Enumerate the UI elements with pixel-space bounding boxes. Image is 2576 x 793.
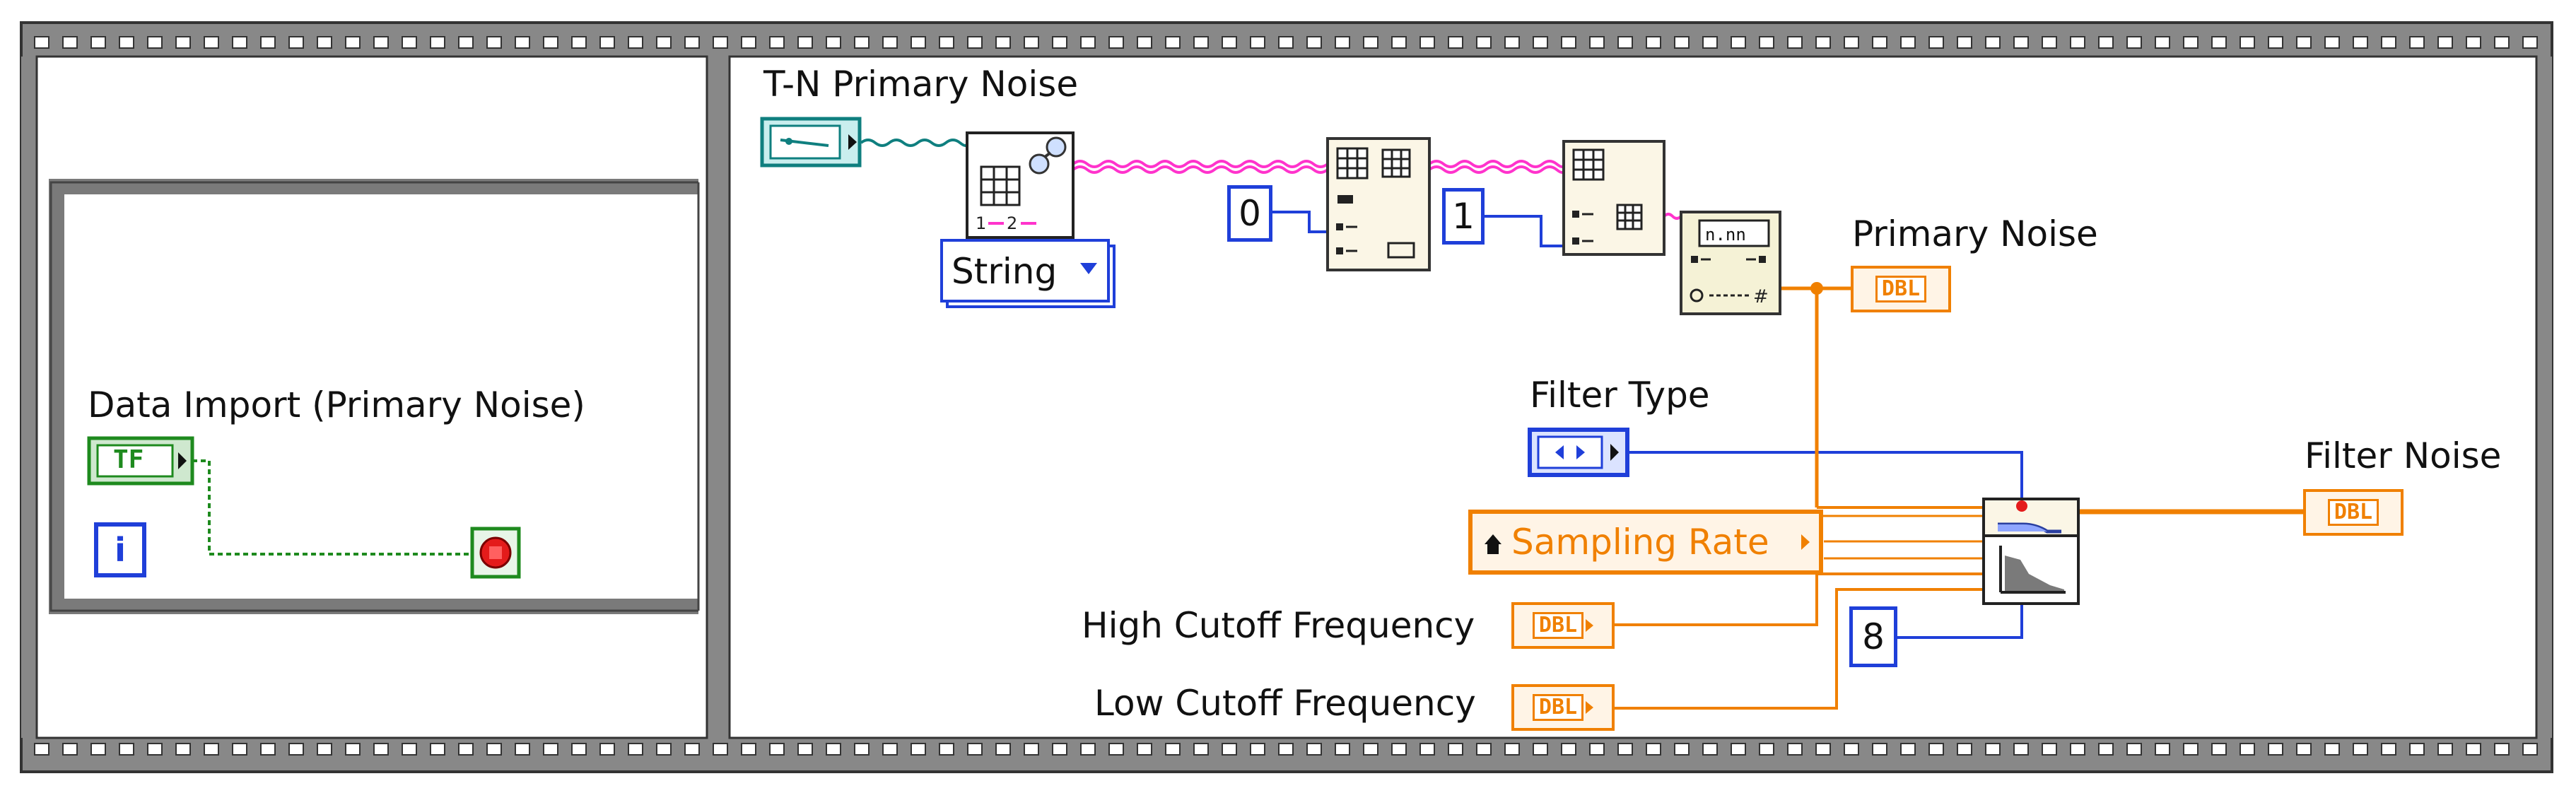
string-mode-selector[interactable] <box>940 239 1116 308</box>
wire-integer <box>1271 211 2023 639</box>
tn-primary-noise-label: T-N Primary Noise <box>763 64 1079 105</box>
data-import-label: Data Import (Primary Noise) <box>88 384 585 425</box>
stop-terminal-icon[interactable] <box>470 527 521 579</box>
index-constant-1[interactable]: 1 <box>1442 188 1485 245</box>
sampling-rate-local-variable[interactable] <box>1468 510 1823 575</box>
high-cutoff-label: High Cutoff Frequency <box>1082 605 1475 646</box>
filter-noise-indicator-text: DBL <box>2327 499 2379 526</box>
string-to-number-icon[interactable]: n.nn # <box>1680 211 1781 315</box>
number-format-text: n.nn <box>1705 225 1746 245</box>
index-constant-0[interactable]: 0 <box>1227 185 1272 242</box>
low-cutoff-control-text: DBL <box>1532 694 1584 721</box>
high-cutoff-control[interactable]: DBL <box>1511 602 1615 649</box>
boolean-control-text: TF <box>113 445 144 474</box>
sequence-frame-1 <box>35 55 708 739</box>
primary-noise-indicator-text: DBL <box>1875 276 1927 302</box>
wire-path <box>860 139 968 147</box>
while-loop[interactable] <box>49 179 700 614</box>
string-mode-text: String <box>952 251 1058 292</box>
path-constant-icon[interactable] <box>760 117 862 168</box>
svg-text:#: # <box>1753 286 1769 307</box>
read-spreadsheet-icon[interactable]: 1 2 <box>966 131 1075 239</box>
svg-text:1: 1 <box>976 213 986 233</box>
index-array-icon-2[interactable] <box>1562 140 1665 256</box>
svg-text:2: 2 <box>1007 213 1017 233</box>
iteration-terminal-text: i <box>115 531 126 569</box>
wire-string-array <box>1072 160 1682 220</box>
filter-noise-label: Filter Noise <box>2305 435 2502 476</box>
filter-order-constant[interactable]: 8 <box>1849 606 1897 667</box>
butterworth-filter-icon[interactable] <box>1982 498 2080 605</box>
wire-double <box>1615 286 2303 710</box>
boolean-control-icon[interactable] <box>87 436 194 486</box>
sampling-rate-text: Sampling Rate <box>1511 522 1769 563</box>
filter-type-enum-control[interactable] <box>1528 428 1629 477</box>
low-cutoff-control[interactable]: DBL <box>1511 684 1615 731</box>
wire-junction <box>1810 282 1823 295</box>
index-array-icon[interactable] <box>1326 137 1431 271</box>
iteration-terminal-icon <box>94 522 146 577</box>
primary-noise-label: Primary Noise <box>1852 213 2098 254</box>
high-cutoff-control-text: DBL <box>1532 612 1584 639</box>
filter-type-label: Filter Type <box>1530 375 1710 416</box>
filter-noise-indicator[interactable]: DBL <box>2303 489 2404 536</box>
primary-noise-indicator[interactable]: DBL <box>1851 266 1951 312</box>
wire-boolean <box>192 459 472 556</box>
flat-sequence-structure[interactable] <box>20 21 2553 773</box>
low-cutoff-label: Low Cutoff Frequency <box>1094 683 1476 724</box>
